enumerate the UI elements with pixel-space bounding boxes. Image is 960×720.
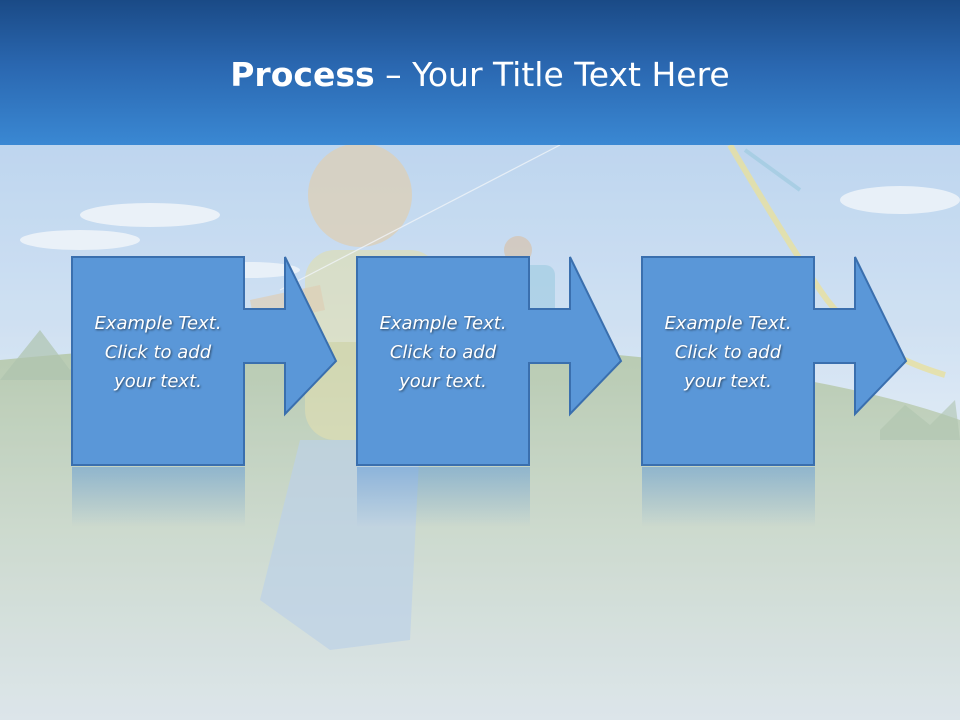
arrow-box-shape (641, 256, 908, 466)
arrow-box-shape (71, 256, 338, 466)
step-text-line2: Click to add (674, 342, 782, 363)
step-text-line1: Example Text. (94, 313, 222, 334)
step-text-line1: Example Text. (664, 313, 792, 334)
process-step-1[interactable]: Example Text. Click to add your text. (71, 256, 343, 527)
shape-reflection (642, 467, 815, 527)
shape-reflection (72, 467, 245, 527)
process-step-2[interactable]: Example Text. Click to add your text. (356, 256, 628, 527)
title-rest: – Your Title Text Here (374, 55, 730, 94)
arrow-box-shape (356, 256, 623, 466)
step-text-line3: your text. (114, 371, 202, 392)
title-bar: Process – Your Title Text Here (0, 0, 960, 145)
shape-reflection (357, 467, 530, 527)
title-bold: Process (230, 55, 375, 94)
step-text-line3: your text. (684, 371, 772, 392)
step-text-line2: Click to add (104, 342, 212, 363)
step-text[interactable]: Example Text. Click to add your text. (642, 309, 814, 396)
process-step-3[interactable]: Example Text. Click to add your text. (641, 256, 913, 527)
step-text[interactable]: Example Text. Click to add your text. (357, 309, 529, 396)
step-text[interactable]: Example Text. Click to add your text. (72, 309, 244, 396)
step-text-line1: Example Text. (379, 313, 507, 334)
step-text-line2: Click to add (389, 342, 497, 363)
step-text-line3: your text. (399, 371, 487, 392)
slide-title[interactable]: Process – Your Title Text Here (0, 54, 960, 96)
